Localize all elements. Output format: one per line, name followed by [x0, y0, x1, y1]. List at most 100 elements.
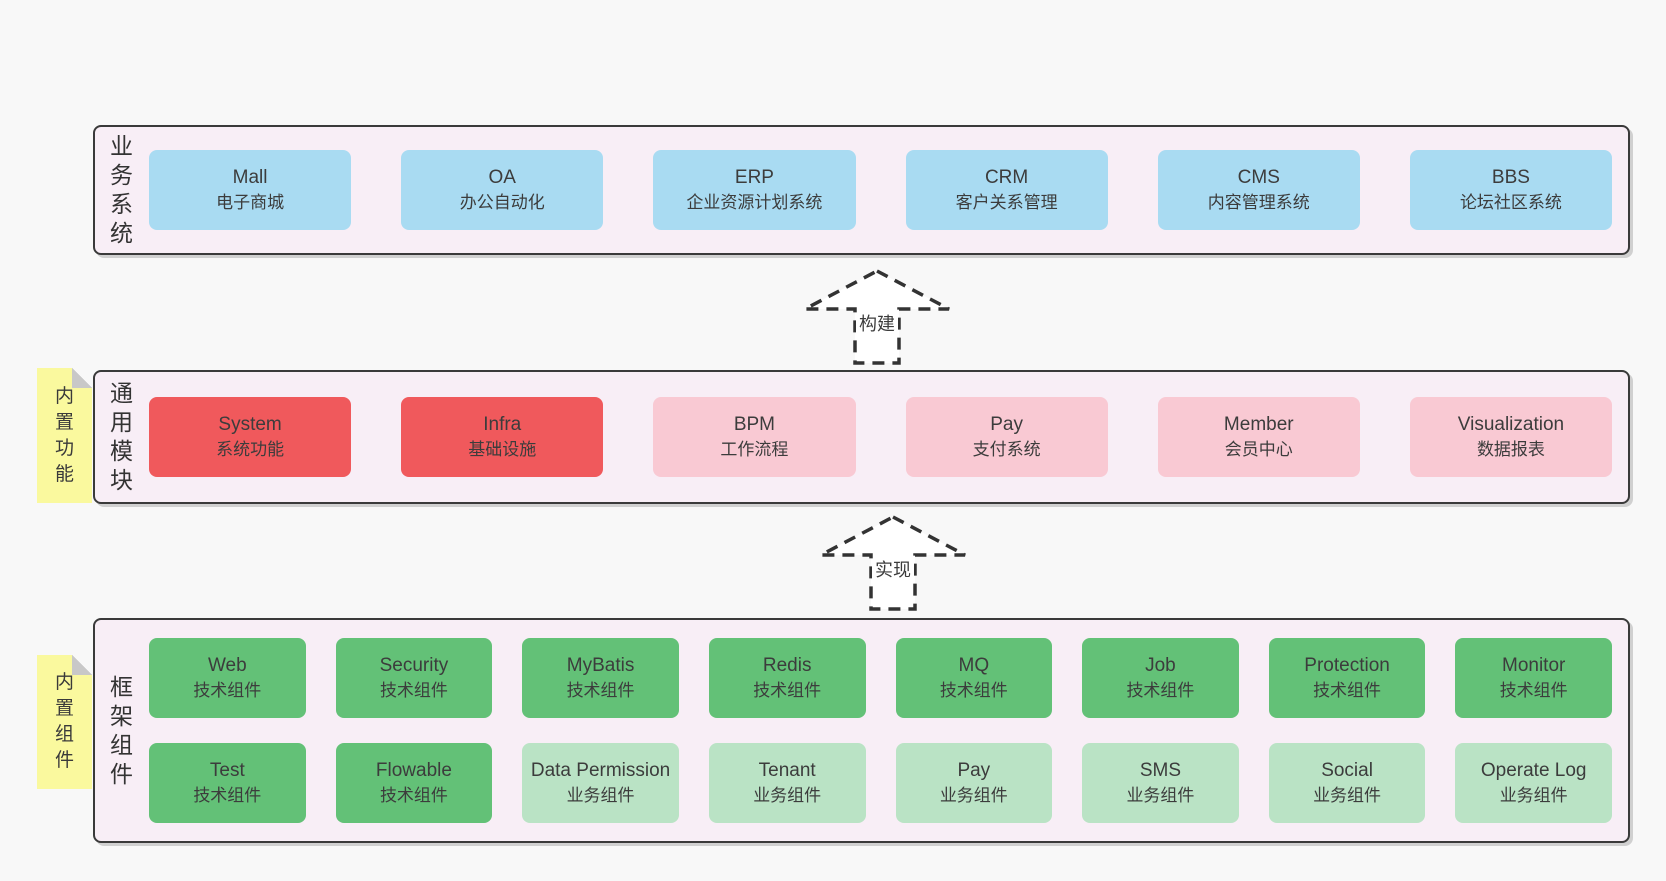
node-member: Member 会员中心 [1157, 397, 1360, 477]
arrow-implement-label: 实现 [872, 559, 914, 581]
node-subtitle: 技术组件 [1313, 681, 1382, 700]
node-subtitle: 数据报表 [1476, 440, 1545, 459]
node-title: BBS [1491, 167, 1530, 188]
node-bbs: BBS 论坛社区系统 [1409, 150, 1613, 230]
node-subtitle: 业务组件 [753, 786, 822, 805]
node-title: Visualization [1457, 414, 1565, 435]
node-infra: Infra 基础设施 [401, 397, 604, 477]
node-title: Pay [957, 760, 991, 781]
node-monitor: Monitor 技术组件 [1455, 638, 1612, 718]
business-row: Mall 电子商城 OA 办公自动化 ERP 企业资源计划系统 CRM 客户关系… [135, 150, 1628, 230]
node-subtitle: 工作流程 [720, 440, 789, 459]
node-title: Test [209, 760, 245, 781]
node-title: MQ [958, 655, 990, 676]
node-sms: SMS 业务组件 [1082, 743, 1239, 823]
node-subtitle: 业务组件 [1499, 786, 1568, 805]
node-system: System 系统功能 [149, 397, 352, 477]
node-mq: MQ 技术组件 [895, 638, 1053, 718]
node-subtitle: 技术组件 [1126, 681, 1195, 700]
node-subtitle: 系统功能 [216, 440, 285, 459]
node-title: CMS [1237, 167, 1280, 188]
node-title: Web [207, 655, 247, 676]
node-subtitle: 办公自动化 [459, 193, 545, 212]
node-mall: Mall 电子商城 [149, 150, 352, 230]
node-subtitle: 企业资源计划系统 [686, 193, 823, 212]
node-visualization: Visualization 数据报表 [1409, 397, 1613, 477]
node-title: System [218, 414, 282, 435]
node-pay: Pay 支付系统 [905, 397, 1108, 477]
node-subtitle: 基础设施 [468, 440, 537, 459]
node-title: Operate Log [1480, 760, 1587, 781]
section-framework-components: 框架组件 Web 技术组件 Security 技术组件 MyBatis 技术组件… [93, 618, 1630, 843]
node-title: Tenant [758, 760, 816, 781]
node-title: ERP [734, 167, 774, 188]
node-title: OA [488, 167, 516, 188]
node-title: Job [1145, 655, 1176, 676]
node-flowable: Flowable 技术组件 [335, 743, 493, 823]
node-title: Flowable [375, 760, 452, 781]
arrow-implement: 实现 [818, 514, 968, 612]
node-title: Protection [1304, 655, 1390, 676]
node-social: Social 业务组件 [1268, 743, 1426, 823]
node-title: Pay [990, 414, 1023, 435]
sticky-built-in-components: 内置组件 [37, 655, 92, 789]
folded-corner-icon [72, 655, 92, 675]
framework-row-2: Test 技术组件 Flowable 技术组件 Data Permission … [149, 743, 1612, 823]
node-cms: CMS 内容管理系统 [1157, 150, 1360, 230]
sticky-label: 内置功能 [54, 385, 74, 485]
node-erp: ERP 企业资源计划系统 [653, 150, 856, 230]
node-data-permission: Data Permission 业务组件 [522, 743, 679, 823]
node-title: Infra [483, 414, 522, 435]
node-title: Social [1321, 760, 1373, 781]
node-subtitle: 支付系统 [972, 440, 1041, 459]
node-title: MyBatis [566, 655, 635, 676]
node-subtitle: 论坛社区系统 [1459, 193, 1562, 212]
arrow-build: 构建 [802, 268, 952, 366]
section-business-label: 业务系统 [110, 133, 133, 246]
node-title: CRM [984, 167, 1029, 188]
section-modules-label: 通用模块 [110, 380, 133, 493]
node-subtitle: 技术组件 [1499, 681, 1568, 700]
sticky-label: 内置组件 [54, 672, 74, 771]
sticky-built-in-features: 内置功能 [37, 368, 92, 503]
modules-row: System 系统功能 Infra 基础设施 BPM 工作流程 Pay 支付系统… [135, 397, 1628, 477]
node-mybatis: MyBatis 技术组件 [522, 638, 679, 718]
node-subtitle: 电子商城 [216, 193, 285, 212]
node-subtitle: 会员中心 [1224, 440, 1293, 459]
framework-rows: Web 技术组件 Security 技术组件 MyBatis 技术组件 Redi… [135, 638, 1628, 823]
section-common-modules: 通用模块 System 系统功能 Infra 基础设施 BPM 工作流程 Pay… [93, 370, 1630, 504]
node-title: Monitor [1502, 655, 1566, 676]
node-subtitle: 客户关系管理 [955, 193, 1058, 212]
node-title: BPM [733, 414, 776, 435]
node-subtitle: 技术组件 [193, 681, 262, 700]
node-subtitle: 业务组件 [939, 786, 1008, 805]
folded-corner-icon [72, 368, 92, 388]
node-subtitle: 技术组件 [566, 681, 635, 700]
node-oa: OA 办公自动化 [401, 150, 604, 230]
node-web: Web 技术组件 [149, 638, 306, 718]
node-subtitle: 技术组件 [379, 786, 448, 805]
node-pay-biz: Pay 业务组件 [895, 743, 1053, 823]
framework-row-1: Web 技术组件 Security 技术组件 MyBatis 技术组件 Redi… [149, 638, 1612, 718]
node-title: Data Permission [530, 760, 671, 781]
node-title: Mall [232, 167, 268, 188]
node-title: Member [1223, 414, 1294, 435]
node-subtitle: 技术组件 [193, 786, 262, 805]
node-bpm: BPM 工作流程 [653, 397, 856, 477]
node-crm: CRM 客户关系管理 [905, 150, 1108, 230]
node-subtitle: 技术组件 [379, 681, 448, 700]
section-business-systems: 业务系统 Mall 电子商城 OA 办公自动化 ERP 企业资源计划系统 CRM… [93, 125, 1630, 255]
node-test: Test 技术组件 [149, 743, 306, 823]
node-title: SMS [1139, 760, 1182, 781]
node-subtitle: 技术组件 [939, 681, 1008, 700]
node-subtitle: 技术组件 [753, 681, 822, 700]
arrow-build-label: 构建 [856, 313, 898, 335]
node-redis: Redis 技术组件 [708, 638, 866, 718]
node-subtitle: 业务组件 [1126, 786, 1195, 805]
node-title: Security [379, 655, 449, 676]
node-job: Job 技术组件 [1082, 638, 1239, 718]
node-title: Redis [762, 655, 812, 676]
node-subtitle: 内容管理系统 [1207, 193, 1310, 212]
node-tenant: Tenant 业务组件 [708, 743, 866, 823]
